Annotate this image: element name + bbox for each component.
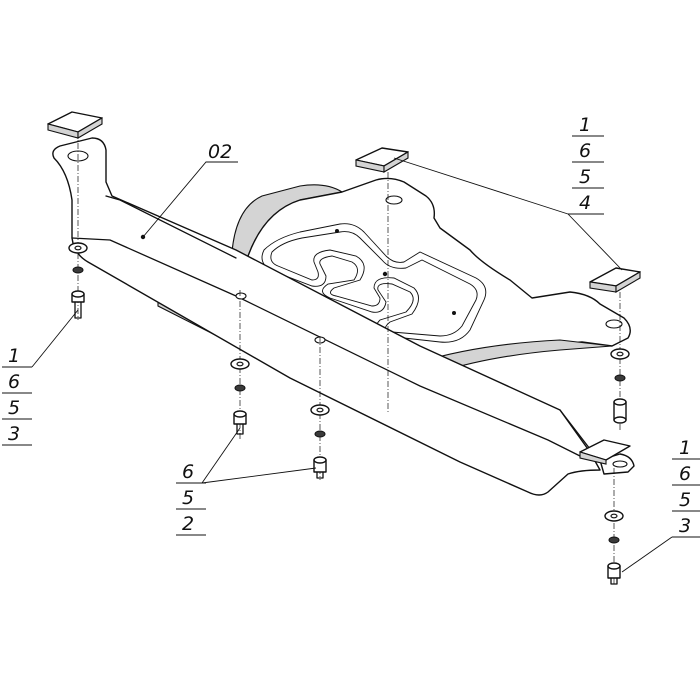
callout-left-1: 1 — [8, 345, 20, 367]
spacer-pads — [47, 111, 641, 465]
fastener-stack-right-lower — [604, 510, 624, 585]
fastener-stack-middle-right — [310, 404, 330, 479]
callout-left-4: 3 — [8, 423, 20, 445]
part-label-02: 02 — [142, 141, 238, 238]
callout-left: 1 6 5 3 — [2, 309, 79, 446]
callout-middle: 6 5 2 — [176, 427, 317, 536]
callout-left-2: 6 — [8, 371, 20, 393]
callout-top-right: 1 6 5 4 — [393, 114, 623, 271]
callout-bottom-right-2: 6 — [679, 463, 691, 485]
part-number-02: 02 — [208, 141, 232, 163]
callout-top-right-4: 4 — [579, 192, 591, 214]
fastener-stack-right-upper — [610, 348, 630, 424]
callout-bottom-right-4: 3 — [679, 515, 691, 537]
callout-top-right-3: 5 — [579, 166, 591, 188]
callout-bottom-right-3: 5 — [679, 489, 691, 511]
callout-middle-2: 5 — [182, 487, 194, 509]
callout-middle-1: 6 — [182, 461, 194, 483]
callout-left-3: 5 — [8, 397, 20, 419]
callout-bottom-right-1: 1 — [679, 437, 691, 459]
callout-middle-3: 2 — [182, 513, 194, 535]
fastener-stack-middle-left — [230, 358, 250, 435]
callout-bottom-right: 1 6 5 3 — [621, 437, 700, 573]
callout-top-right-2: 6 — [579, 140, 591, 162]
callout-top-right-1: 1 — [579, 114, 591, 136]
fastener-stack-left — [68, 242, 88, 319]
